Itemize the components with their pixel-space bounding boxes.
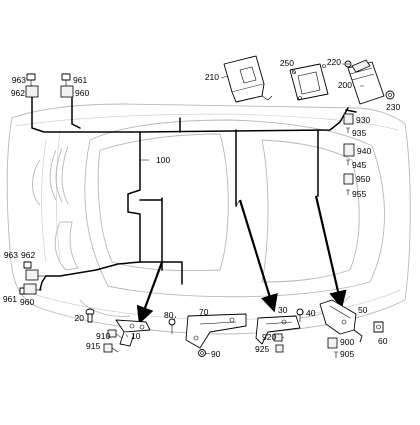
label-50: 50 [358,305,368,315]
top-left-connectors[interactable] [25,73,74,98]
label-40: 40 [306,308,316,318]
label-900: 900 [340,337,354,347]
bracket-50[interactable] [319,299,363,343]
label-925: 925 [255,344,269,354]
label-60: 60 [378,336,388,346]
nut-90[interactable] [198,349,206,357]
location-pointers [136,195,347,325]
connector-962-top [25,85,39,98]
label-230: 230 [386,102,400,112]
label-910: 910 [96,331,110,341]
label-935: 935 [352,128,366,138]
bolt-80[interactable] [168,318,176,334]
screw-945 [346,159,350,165]
label-70: 70 [199,307,209,317]
label-960-side: 960 [20,297,34,307]
label-220: 220 [327,57,341,67]
leader-lines [115,63,364,355]
label-10: 10 [131,331,141,341]
vehicle-outline [6,103,411,335]
part-920[interactable] [273,333,283,342]
part-905[interactable] [334,351,338,358]
label-950: 950 [356,174,370,184]
screw-955 [346,189,350,195]
screw-220[interactable] [344,60,352,68]
connector-962-side [25,269,39,281]
connector-960-top [60,85,74,98]
label-962-side: 962 [21,250,35,260]
sensor-940 [343,143,355,157]
label-30: 30 [278,305,288,315]
label-961-side: 961 [3,294,17,304]
sensor-930 [343,113,354,125]
label-200: 200 [338,80,352,90]
nut-230[interactable] [385,90,395,100]
sensor-950 [343,173,354,185]
label-960-top: 960 [75,88,89,98]
wiring-harness-100[interactable] [31,85,357,291]
connector-961-top [61,73,71,81]
clip-20[interactable] [85,308,95,323]
label-915: 915 [86,341,100,351]
part-915[interactable] [103,343,119,353]
label-963-side: 963 [4,250,18,260]
part-925[interactable] [275,344,284,353]
bracket-70[interactable] [185,313,247,349]
label-963-top: 963 [12,75,26,85]
label-962-top: 962 [11,88,25,98]
label-961-top: 961 [73,75,87,85]
control-unit-200[interactable] [347,59,385,105]
label-100: 100 [156,155,170,165]
label-940: 940 [357,146,371,156]
control-module-250[interactable] [289,63,329,101]
part-60[interactable] [373,321,384,333]
part-900[interactable] [327,337,338,349]
label-920: 920 [262,332,276,342]
label-955: 955 [352,189,366,199]
right-parts-column[interactable] [343,113,355,195]
callout-labels: 963 961 962 960 210 250 220 200 230 930 … [3,57,401,359]
label-250: 250 [280,58,294,68]
bracket-30[interactable] [255,315,301,345]
part-910[interactable] [107,329,117,338]
label-930: 930 [356,115,370,125]
label-90: 90 [211,349,221,359]
bracket-210[interactable] [223,55,273,103]
label-905: 905 [340,349,354,359]
label-210: 210 [205,72,219,82]
connector-963-side [23,261,32,269]
label-80: 80 [164,310,174,320]
label-945: 945 [352,160,366,170]
left-side-connectors[interactable] [19,261,46,295]
connector-963-top [26,73,36,81]
screw-935 [346,127,350,133]
label-20: 20 [75,313,85,323]
connector-960-side [23,283,37,295]
